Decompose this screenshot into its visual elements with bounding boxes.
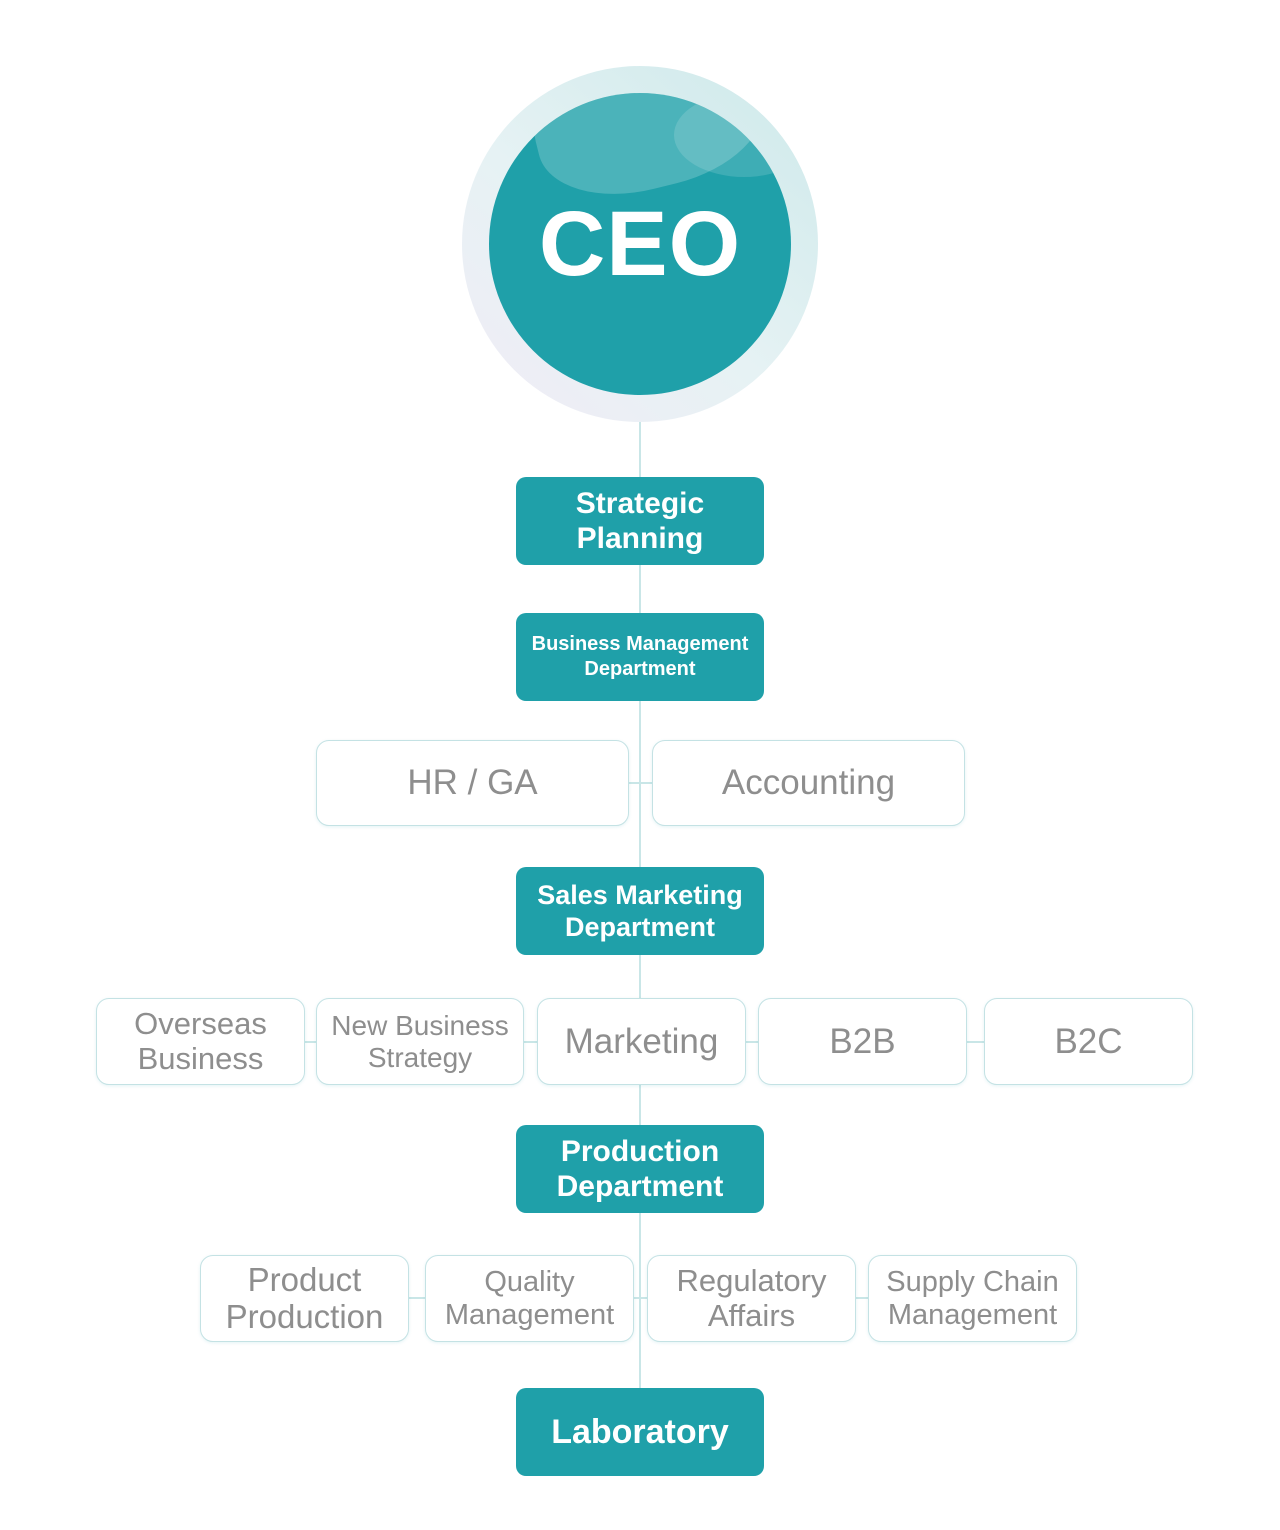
ceo-label: CEO bbox=[538, 192, 742, 295]
unit-quality-management: Quality Management bbox=[425, 1255, 634, 1342]
business-units-connector bbox=[628, 782, 652, 784]
unit-overseas-business: Overseas Business bbox=[96, 998, 305, 1085]
production-units-connector bbox=[408, 1297, 868, 1299]
unit-hr-ga: HR / GA bbox=[316, 740, 629, 826]
laboratory-box: Laboratory bbox=[516, 1388, 764, 1476]
unit-b2b: B2B bbox=[758, 998, 967, 1085]
sales-marketing-box: Sales Marketing Department bbox=[516, 867, 764, 955]
unit-marketing: Marketing bbox=[537, 998, 746, 1085]
strategic-planning-box: Strategic Planning bbox=[516, 477, 764, 565]
unit-b2c: B2C bbox=[984, 998, 1193, 1085]
production-box: Production Department bbox=[516, 1125, 764, 1213]
unit-product-production: Product Production bbox=[200, 1255, 409, 1342]
ceo-gloss-highlight-small bbox=[674, 93, 791, 177]
ceo-node: CEO bbox=[489, 93, 791, 395]
business-management-box: Business Management Department bbox=[516, 613, 764, 701]
unit-accounting: Accounting bbox=[652, 740, 965, 826]
unit-supply-chain-management: Supply Chain Management bbox=[868, 1255, 1077, 1342]
unit-new-business-strategy: New Business Strategy bbox=[316, 998, 524, 1085]
unit-regulatory-affairs: Regulatory Affairs bbox=[647, 1255, 856, 1342]
